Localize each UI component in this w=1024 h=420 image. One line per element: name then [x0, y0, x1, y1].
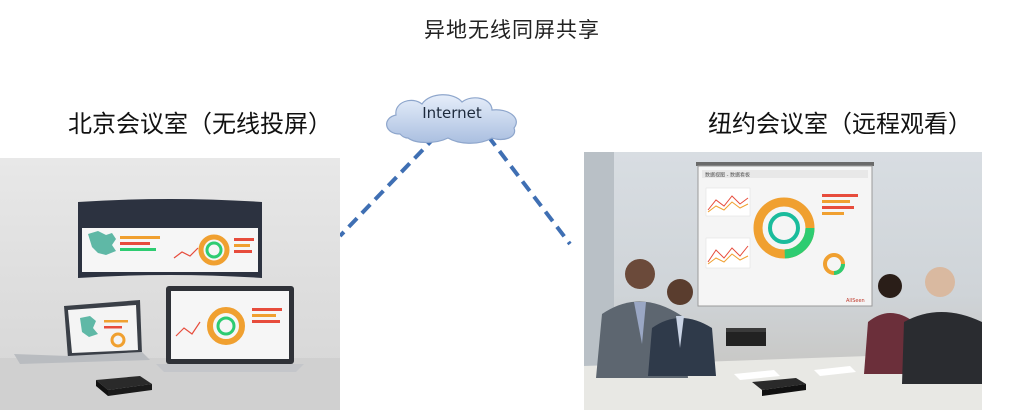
- link-line-right: [486, 134, 572, 246]
- diagram-title: 异地无线同屏共享: [424, 18, 600, 42]
- newyork-room-label: 纽约会议室（远程观看）: [708, 110, 972, 138]
- newyork-meeting-illustration: 数据视图 - 数据看板 AllSeen: [584, 152, 982, 410]
- internet-label: Internet: [422, 104, 482, 122]
- laptop-right-icon: [156, 286, 304, 372]
- beijing-devices-illustration: [0, 199, 340, 410]
- laptop-left-icon: [14, 300, 150, 364]
- projection-screen-icon: 数据视图 - 数据看板 AllSeen: [696, 162, 874, 307]
- wireless-box-icon: [96, 376, 152, 396]
- beijing-room-label: 北京会议室（无线投屏）: [68, 110, 332, 138]
- internet-cloud-icon: [386, 94, 517, 144]
- wireless-box-icon-right: [752, 378, 806, 396]
- person-right-icon: [902, 267, 982, 384]
- newyork-room-photo: 数据视图 - 数据看板 AllSeen: [584, 152, 982, 410]
- beijing-room-photo: [0, 158, 340, 410]
- projector-brand-text: AllSeen: [846, 298, 865, 304]
- person-center-left-icon: [648, 279, 716, 376]
- large-display-icon: [78, 199, 262, 278]
- link-line-left: [338, 134, 438, 238]
- dashboard-header-text: 数据视图 - 数据看板: [705, 172, 750, 179]
